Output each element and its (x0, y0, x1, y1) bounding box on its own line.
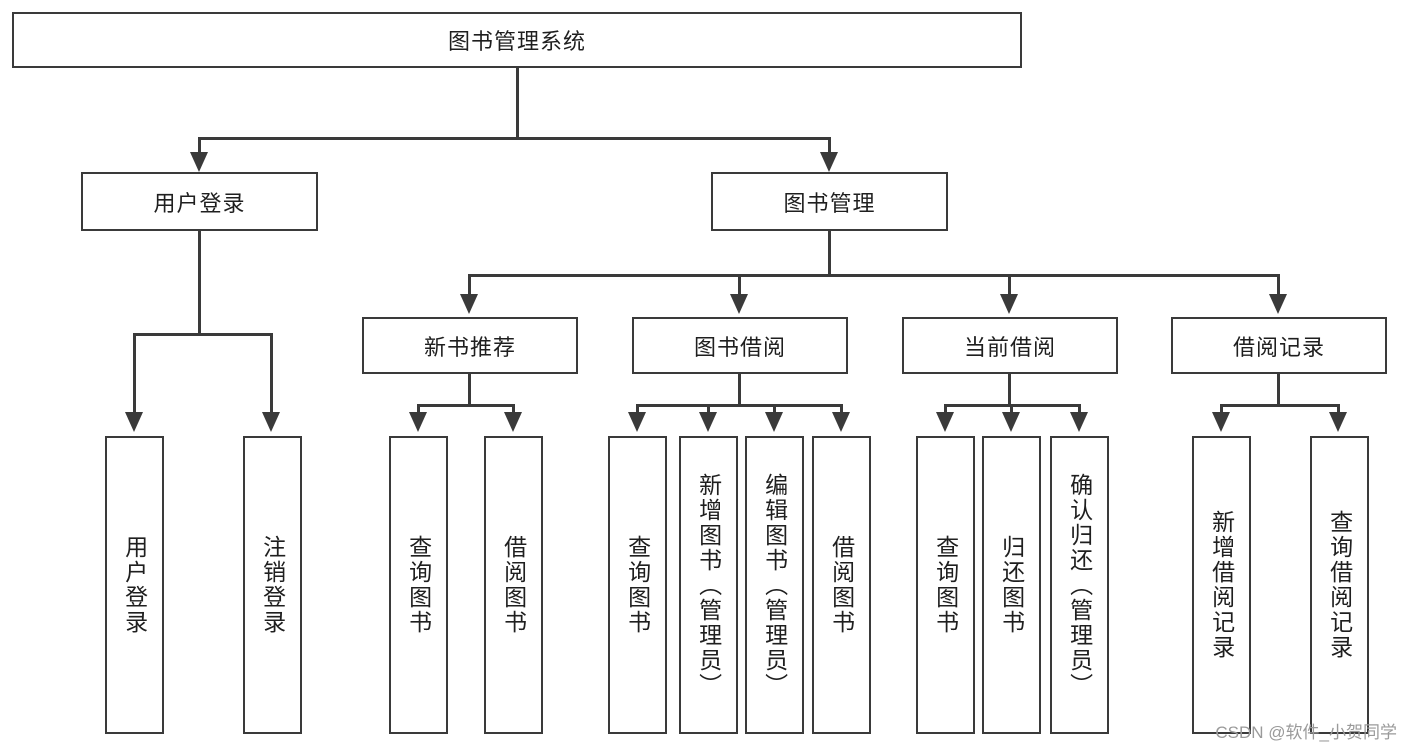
arrow-cb-leaf-2 (1002, 412, 1020, 432)
leaf-book-borrow-add-book-admin[interactable]: 新增图书（管理员） (679, 436, 738, 734)
node-label: 查询图书 (624, 535, 651, 635)
node-new-book-recommend[interactable]: 新书推荐 (362, 317, 578, 374)
node-book-borrow[interactable]: 图书借阅 (632, 317, 848, 374)
connector-new-book-bar (417, 404, 515, 407)
connector-root-bar (198, 137, 830, 140)
connector-user-login-bar (133, 333, 270, 336)
connector-root-to-book-management (828, 137, 831, 156)
leaf-user-login-logout[interactable]: 注销登录 (243, 436, 302, 734)
node-label: 查询借阅记录 (1326, 510, 1353, 660)
leaf-book-borrow-borrow-book[interactable]: 借阅图书 (812, 436, 871, 734)
node-label: 编辑图书（管理员） (761, 472, 788, 698)
connector-bb-drop-2 (707, 404, 710, 416)
connector-bb-drop-3 (773, 404, 776, 416)
connector-br-drop-2 (1337, 404, 1340, 416)
node-label: 借阅图书 (828, 535, 855, 635)
connector-cb-drop-2 (1010, 404, 1013, 416)
arrow-br-leaf-1 (1212, 412, 1230, 432)
connector-root-stem (516, 68, 519, 137)
arrow-root-to-book-management (820, 152, 838, 172)
node-label: 图书管理 (783, 190, 876, 216)
node-label: 注销登录 (259, 535, 286, 635)
connector-br-drop-1 (1220, 404, 1223, 416)
arrow-bm-to-borrow-record (1269, 294, 1287, 314)
arrow-bb-leaf-2 (699, 412, 717, 432)
connector-borrow-record-bar (1220, 404, 1340, 407)
connector-user-login-drop-1 (133, 333, 136, 416)
connector-new-book-drop-1 (417, 404, 420, 416)
connector-root-to-user-login (198, 137, 201, 156)
connector-bm-drop-2 (738, 274, 741, 298)
arrow-br-leaf-2 (1329, 412, 1347, 432)
leaf-user-login-login[interactable]: 用户登录 (105, 436, 164, 734)
connector-cb-drop-3 (1078, 404, 1081, 416)
arrow-cb-leaf-1 (936, 412, 954, 432)
leaf-current-borrow-return-book[interactable]: 归还图书 (982, 436, 1041, 734)
connector-new-book-drop-2 (512, 404, 515, 416)
connector-bb-drop-4 (840, 404, 843, 416)
leaf-book-borrow-query-book[interactable]: 查询图书 (608, 436, 667, 734)
arrow-bb-leaf-3 (765, 412, 783, 432)
node-label: 图书管理系统 (447, 29, 586, 54)
leaf-new-book-borrow-book[interactable]: 借阅图书 (484, 436, 543, 734)
arrow-new-book-leaf-2 (504, 412, 522, 432)
node-root-book-management-system[interactable]: 图书管理系统 (12, 12, 1022, 68)
connector-bb-drop-1 (636, 404, 639, 416)
leaf-borrow-record-query-record[interactable]: 查询借阅记录 (1310, 436, 1369, 734)
node-current-borrow[interactable]: 当前借阅 (902, 317, 1118, 374)
leaf-new-book-query-book[interactable]: 查询图书 (389, 436, 448, 734)
connector-book-borrow-stem (738, 374, 741, 406)
connector-borrow-record-stem (1277, 374, 1280, 406)
arrow-bb-leaf-1 (628, 412, 646, 432)
node-label: 借阅记录 (1232, 334, 1325, 360)
node-label: 新书推荐 (423, 334, 516, 360)
leaf-borrow-record-add-record[interactable]: 新增借阅记录 (1192, 436, 1251, 734)
node-label: 用户登录 (153, 190, 246, 216)
arrow-root-to-user-login (190, 152, 208, 172)
node-user-login[interactable]: 用户登录 (81, 172, 318, 231)
arrow-user-login-leaf-2 (262, 412, 280, 432)
csdn-watermark: CSDN @软件_小贺同学 (1215, 723, 1397, 742)
node-book-management[interactable]: 图书管理 (711, 172, 948, 231)
connector-current-borrow-stem (1008, 374, 1011, 406)
arrow-user-login-leaf-1 (125, 412, 143, 432)
arrow-bm-to-current-borrow (1000, 294, 1018, 314)
connector-bm-drop-4 (1277, 274, 1280, 298)
arrow-bm-to-new-book-recommend (460, 294, 478, 314)
node-label: 新增图书（管理员） (695, 472, 722, 698)
leaf-current-borrow-query-book[interactable]: 查询图书 (916, 436, 975, 734)
connector-book-management-stem (828, 231, 831, 277)
node-label: 查询图书 (932, 535, 959, 635)
connector-cb-drop-1 (944, 404, 947, 416)
connector-user-login-stem (198, 231, 201, 336)
node-label: 查询图书 (405, 535, 432, 635)
node-borrow-record[interactable]: 借阅记录 (1171, 317, 1387, 374)
arrow-new-book-leaf-1 (409, 412, 427, 432)
node-label: 新增借阅记录 (1208, 510, 1235, 660)
arrow-bb-leaf-4 (832, 412, 850, 432)
node-label: 图书借阅 (693, 334, 786, 360)
leaf-book-borrow-edit-book-admin[interactable]: 编辑图书（管理员） (745, 436, 804, 734)
leaf-current-borrow-confirm-return-admin[interactable]: 确认归还（管理员） (1050, 436, 1109, 734)
connector-book-borrow-bar (636, 404, 840, 407)
connector-book-management-bar (468, 274, 1280, 277)
arrow-bm-to-book-borrow (730, 294, 748, 314)
node-label: 借阅图书 (500, 535, 527, 635)
node-label: 确认归还（管理员） (1066, 472, 1093, 698)
connector-bm-drop-3 (1008, 274, 1011, 298)
node-label: 归还图书 (998, 535, 1025, 635)
connector-new-book-stem (468, 374, 471, 406)
connector-user-login-drop-2 (270, 333, 273, 416)
node-label: 当前借阅 (963, 334, 1056, 360)
connector-bm-drop-1 (468, 274, 471, 298)
node-label: 用户登录 (121, 535, 148, 635)
arrow-cb-leaf-3 (1070, 412, 1088, 432)
